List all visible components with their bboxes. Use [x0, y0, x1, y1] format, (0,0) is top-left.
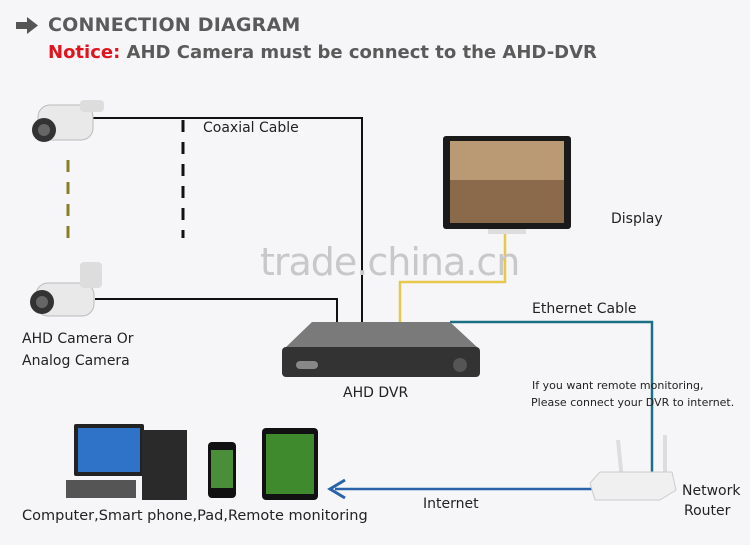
router-icon	[589, 435, 677, 501]
notice-label: Notice:	[48, 42, 121, 63]
camera-icon	[32, 100, 104, 142]
camera-label-line1: AHD Camera Or	[22, 331, 134, 347]
camera-label-line2: Analog Camera	[22, 353, 130, 369]
dvr-label: AHD DVR	[343, 385, 409, 401]
internet-label: Internet	[423, 496, 479, 512]
router-label-line1: Network	[682, 483, 741, 499]
display-label: Display	[611, 211, 663, 227]
internet-arrow-icon	[327, 478, 346, 500]
coaxial-cable-1	[92, 117, 363, 322]
arrow-right-icon	[16, 17, 38, 34]
computer-icon	[66, 424, 187, 500]
ethernet-cable	[450, 320, 654, 482]
page-title: CONNECTION DIAGRAM	[48, 14, 301, 36]
notice: Notice: AHD Camera must be connect to th…	[48, 42, 597, 63]
remote-note-line1: If you want remote monitoring,	[532, 379, 704, 392]
remote-note-line2: Please connect your DVR to internet.	[531, 396, 735, 409]
monitor-icon	[443, 136, 571, 234]
video-cable	[398, 232, 507, 322]
devices-label: Computer,Smart phone,Pad,Remote monitori…	[22, 508, 368, 524]
notice-text: AHD Camera must be connect to the AHD-DV…	[120, 42, 597, 63]
watermark: trade.china.cn	[260, 240, 520, 284]
camera-icon	[30, 262, 102, 317]
ethernet-cable-label: Ethernet Cable	[532, 301, 637, 317]
dvr-icon	[282, 322, 480, 377]
smartphone-icon	[208, 442, 236, 498]
coaxial-cable-2	[95, 298, 338, 322]
router-label-line2: Router	[684, 503, 731, 519]
tablet-icon	[262, 428, 318, 500]
coaxial-cable-label: Coaxial Cable	[203, 120, 299, 136]
